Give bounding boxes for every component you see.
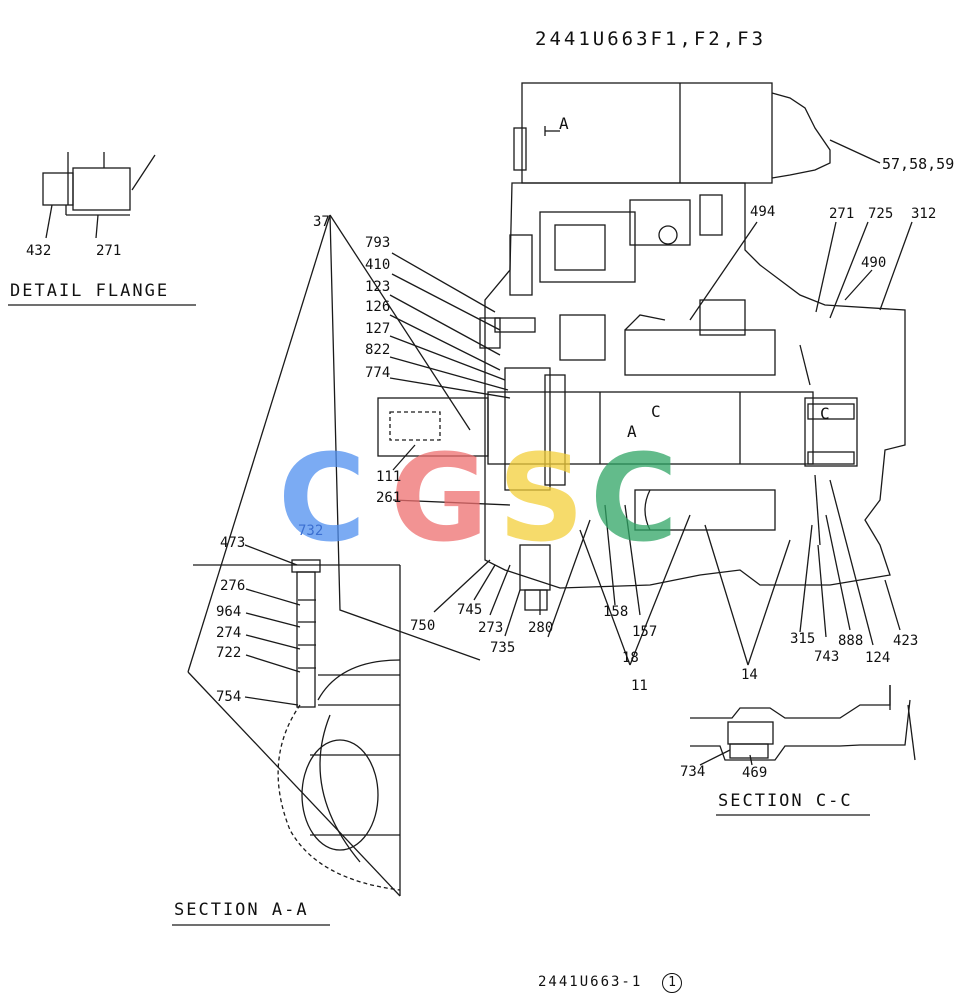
callout-126: 126 — [365, 299, 391, 315]
section-aa-caption: SECTION A-A — [174, 900, 309, 920]
callout-888: 888 — [838, 633, 864, 649]
callout-754: 754 — [216, 689, 242, 705]
callout-743: 743 — [814, 649, 840, 665]
callout-157: 157 — [632, 624, 658, 640]
callout-469: 469 — [742, 765, 768, 781]
callout-774: 774 — [365, 365, 391, 381]
section-cc-caption: SECTION C-C — [718, 791, 853, 811]
callout-473: 473 — [220, 535, 246, 551]
callout-793: 793 — [365, 235, 391, 251]
section-mark-c-mid: C — [651, 402, 661, 421]
callout-124: 124 — [865, 650, 891, 666]
drawing-number: 2441U663-1 — [538, 974, 643, 990]
watermark-letter-c1: C — [278, 430, 367, 569]
callout-57-58-59: 57,58,59 — [882, 155, 955, 173]
callout-490: 490 — [861, 255, 887, 271]
section-mark-a-top: A — [559, 114, 569, 133]
callout-280: 280 — [528, 620, 554, 636]
callout-273: 273 — [478, 620, 504, 636]
callout-123: 123 — [365, 279, 391, 295]
callout-261: 261 — [376, 490, 402, 506]
callout-722: 722 — [216, 645, 242, 661]
drawing-title: 2441U663F1,F2,F3 — [535, 28, 767, 50]
callout-14: 14 — [741, 667, 758, 683]
callout-432: 432 — [26, 243, 52, 259]
revision-circle: 1 — [662, 973, 682, 993]
callout-423: 423 — [893, 633, 919, 649]
callout-750: 750 — [410, 618, 436, 634]
section-aa-drawing — [172, 214, 481, 926]
watermark-letter-c2: C — [590, 430, 679, 569]
callout-494: 494 — [750, 204, 776, 220]
watermark-letter-s: S — [498, 430, 585, 569]
callout-734: 734 — [680, 764, 706, 780]
callout-271-main: 271 — [829, 206, 855, 222]
section-cc-drawing — [690, 685, 916, 816]
callout-158: 158 — [603, 604, 629, 620]
leader-lines — [244, 221, 913, 766]
regulator-drawing — [513, 82, 881, 184]
section-mark-c-right: C — [820, 404, 830, 423]
detail-flange-drawing — [8, 152, 196, 306]
section-mark-a-mid: A — [627, 422, 637, 441]
watermark-letter-g: G — [390, 430, 489, 569]
callout-18: 18 — [622, 650, 639, 666]
callout-37: 37 — [313, 214, 330, 230]
callout-276: 276 — [220, 578, 246, 594]
detail-flange-caption: DETAIL FLANGE — [10, 281, 170, 301]
callout-111: 111 — [376, 469, 402, 485]
callout-745: 745 — [457, 602, 483, 618]
pump-housing-drawing — [479, 182, 906, 589]
callout-11: 11 — [631, 678, 648, 694]
callout-410: 410 — [365, 257, 391, 273]
callout-725: 725 — [868, 206, 894, 222]
callout-271-flange: 271 — [96, 243, 122, 259]
callout-732: 732 — [298, 523, 324, 539]
callout-312: 312 — [911, 206, 937, 222]
drive-shaft-drawing — [377, 344, 858, 611]
callout-274: 274 — [216, 625, 242, 641]
callout-127: 127 — [365, 321, 391, 337]
callout-315: 315 — [790, 631, 816, 647]
callout-735: 735 — [490, 640, 516, 656]
callout-822: 822 — [365, 342, 391, 358]
callout-964: 964 — [216, 604, 242, 620]
